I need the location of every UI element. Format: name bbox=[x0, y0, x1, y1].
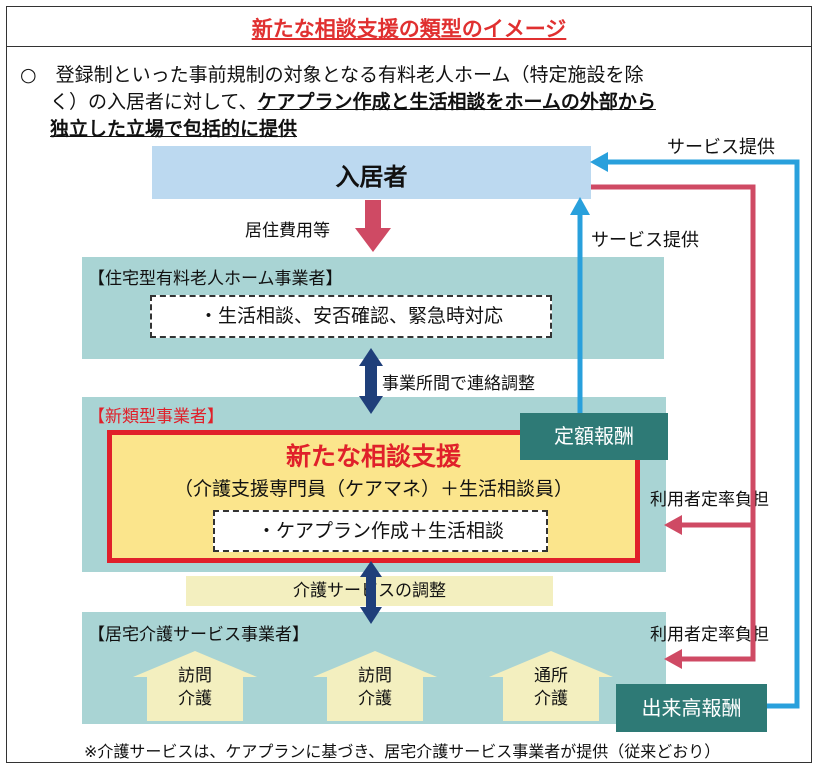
outer-frame bbox=[6, 6, 812, 763]
day-care-shape bbox=[489, 651, 613, 721]
coordination-arrow bbox=[359, 348, 383, 414]
service-home-visit-1-line2: 介護 bbox=[178, 689, 212, 709]
resident-box: 入居者 bbox=[152, 146, 591, 199]
service-day-care-line2: 介護 bbox=[534, 689, 568, 709]
service-provide-mid-label: サービス提供 bbox=[591, 230, 699, 251]
page-title: 新たな相談支援の類型のイメージ bbox=[251, 17, 567, 41]
operator-label: 【住宅型有料老人ホーム事業者】 bbox=[88, 269, 343, 289]
fixed-fee-box: 定額報酬 bbox=[520, 413, 668, 460]
operator-duties-box: ・生活相談、安否確認、緊急時対応 bbox=[150, 295, 552, 338]
service-day-care-line1: 通所 bbox=[534, 666, 568, 686]
volume-fee-box: 出来高報酬 bbox=[616, 684, 767, 732]
title-row: 新たな相談支援の類型のイメージ bbox=[6, 6, 812, 47]
new-consultation-duties: ・ケアプラン作成＋生活相談 bbox=[256, 520, 504, 542]
service-home-visit-1-line1: 訪問 bbox=[178, 666, 212, 686]
resident-label: 入居者 bbox=[335, 163, 408, 191]
new-consultation-staff: （介護支援専門員（ケアマネ）＋生活相談員） bbox=[173, 478, 573, 500]
intro-line-3-emphasis: 独立した立場で包括的に提供 bbox=[50, 118, 298, 140]
service-provide-mid-arrow bbox=[570, 197, 590, 413]
home-visit-care-shape-2 bbox=[313, 651, 437, 721]
new-consultation-heading: 新たな相談支援 bbox=[285, 442, 461, 471]
intro-line-2-plain: く）の入居者に対して、 bbox=[50, 91, 258, 113]
copay-path bbox=[591, 184, 756, 669]
service-provide-top-label: サービス提供 bbox=[667, 137, 775, 158]
adjustment-arrow bbox=[360, 561, 382, 624]
copay-label-1: 利用者定率負担 bbox=[650, 490, 769, 510]
new-consultation-duties-box: ・ケアプラン作成＋生活相談 bbox=[213, 510, 548, 552]
home-care-label: 【居宅介護サービス事業者】 bbox=[88, 625, 309, 645]
housing-cost-arrow bbox=[355, 200, 391, 252]
service-home-visit-2-line2: 介護 bbox=[358, 689, 392, 709]
service-home-visit-1: 訪問 介護 bbox=[155, 665, 235, 711]
copay-label-2: 利用者定率負担 bbox=[650, 625, 769, 645]
intro-line-2-emphasis: ケアプラン作成と生活相談をホームの外部から bbox=[257, 91, 656, 113]
new-type-label: 【新類型事業者】 bbox=[88, 407, 224, 427]
intro-line-1: ○ 登録制といった事前規制の対象となる有料老人ホーム（特定施設を除 bbox=[20, 64, 644, 86]
housing-cost-label: 居住費用等 bbox=[245, 221, 330, 241]
coordination-label: 事業所間で連絡調整 bbox=[382, 374, 535, 394]
home-visit-care-shape-1 bbox=[133, 651, 257, 721]
service-home-visit-2-line1: 訪問 bbox=[358, 666, 392, 686]
service-provide-top-arrow bbox=[590, 152, 800, 709]
service-day-care: 通所 介護 bbox=[511, 665, 591, 711]
service-home-visit-2: 訪問 介護 bbox=[335, 665, 415, 711]
intro-line-2: く）の入居者に対して、ケアプラン作成と生活相談をホームの外部から bbox=[50, 87, 656, 114]
footnote: ※介護サービスは、ケアプランに基づき、居宅介護サービス事業者が提供（従来どおり） bbox=[84, 742, 721, 761]
operator-duties: ・生活相談、安否確認、緊急時対応 bbox=[198, 305, 503, 327]
